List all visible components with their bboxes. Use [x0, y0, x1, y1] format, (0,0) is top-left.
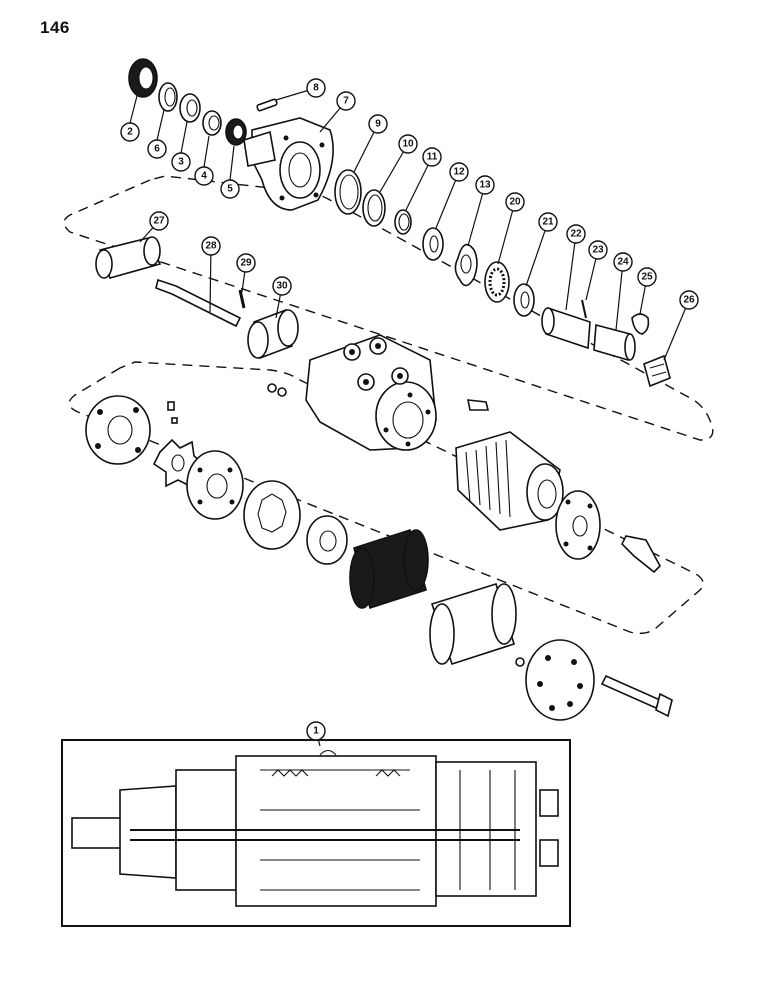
callout-label-21: 21 — [542, 217, 554, 228]
drive-link — [621, 535, 661, 574]
o-ring-part-9 — [334, 169, 362, 215]
page-number: 146 — [40, 18, 70, 37]
callout-4: 4 — [194, 166, 214, 186]
callout-20: 20 — [505, 192, 525, 212]
sleeve-part-22 — [541, 306, 591, 350]
callout-label-11: 11 — [427, 152, 438, 163]
callout-label-6: 6 — [154, 144, 160, 155]
meter-sleeve-dark — [349, 528, 429, 610]
wave-washer-part-13 — [454, 243, 478, 287]
callout-7: 7 — [336, 91, 356, 111]
star-rotor — [306, 515, 348, 565]
callout-5: 5 — [220, 179, 240, 199]
callout-25: 25 — [637, 267, 657, 287]
ring-part-6 — [158, 82, 178, 112]
spacer-plate — [186, 450, 244, 520]
callout-label-25: 25 — [641, 272, 653, 283]
end-cover-plate — [555, 490, 601, 560]
seal-part-2 — [128, 58, 158, 98]
cross-section-view — [61, 739, 571, 927]
plug-screw — [467, 399, 490, 411]
bushing-part-3 — [179, 93, 201, 123]
callout-3: 3 — [171, 152, 191, 172]
cap-screw — [600, 674, 673, 718]
sleeve-part-27 — [95, 236, 162, 279]
callout-label-22: 22 — [570, 229, 582, 240]
callout-label-26: 26 — [683, 295, 695, 306]
washer-part-12 — [422, 227, 444, 261]
callout-13: 13 — [475, 175, 495, 195]
callout-label-4: 4 — [201, 171, 207, 182]
callout-label-7: 7 — [343, 96, 349, 107]
callout-label-5: 5 — [227, 184, 233, 195]
callout-10: 10 — [398, 134, 418, 154]
callout-label-30: 30 — [276, 281, 288, 292]
thrust-bearing-part-20 — [484, 261, 510, 303]
small-pins — [167, 401, 178, 424]
callout-label-13: 13 — [479, 180, 491, 191]
callout-9: 9 — [368, 114, 388, 134]
end-cap-plate — [525, 639, 595, 721]
callout-6: 6 — [147, 139, 167, 159]
callout-8: 8 — [306, 78, 326, 98]
ring-part-11 — [394, 209, 412, 235]
coupling-part-26 — [643, 354, 671, 388]
callout-22: 22 — [566, 224, 586, 244]
pin-part-8 — [256, 98, 278, 112]
end-plate-left — [85, 395, 151, 465]
callout-label-9: 9 — [375, 119, 381, 130]
callout-label-20: 20 — [509, 197, 521, 208]
end-cap-housing-part-7 — [243, 117, 334, 211]
callout-label-12: 12 — [453, 167, 465, 178]
callout-12: 12 — [449, 162, 469, 182]
callout-label-23: 23 — [592, 245, 604, 256]
callout-label-24: 24 — [617, 257, 629, 268]
callout-29: 29 — [236, 253, 256, 273]
gerotor-ring — [243, 480, 301, 550]
callout-23: 23 — [588, 240, 608, 260]
callout-28: 28 — [201, 236, 221, 256]
callout-label-3: 3 — [178, 157, 184, 168]
callout-label-1: 1 — [313, 726, 319, 737]
seal-small — [515, 657, 525, 667]
callout-label-29: 29 — [240, 258, 252, 269]
spool-assembly — [455, 431, 564, 531]
pin-part-29 — [238, 289, 246, 309]
callout-label-8: 8 — [313, 83, 319, 94]
outer-sleeve — [429, 582, 517, 666]
check-ball — [267, 383, 287, 397]
sleeve-part-30 — [247, 308, 299, 360]
dashed-group-outline-lower — [68, 361, 704, 635]
callout-label-10: 10 — [402, 139, 414, 150]
washer-part-4 — [202, 110, 222, 136]
drive-shaft-part-24 — [593, 323, 636, 362]
callout-24: 24 — [613, 252, 633, 272]
callout-21: 21 — [538, 212, 558, 232]
callout-11: 11 — [422, 147, 442, 167]
washer-part-21 — [513, 283, 535, 317]
seal-part-5 — [225, 118, 247, 146]
callout-30: 30 — [272, 276, 292, 296]
ring-part-25 — [631, 313, 650, 335]
ring-part-10 — [362, 189, 386, 227]
callout-26: 26 — [679, 290, 699, 310]
callout-27: 27 — [149, 211, 169, 231]
callout-2: 2 — [120, 122, 140, 142]
valve-body-housing — [305, 334, 437, 451]
callout-label-2: 2 — [127, 127, 133, 138]
drive-rod-part-28 — [155, 278, 242, 328]
callout-label-28: 28 — [205, 241, 217, 252]
callout-label-27: 27 — [153, 216, 165, 227]
pin-part-23 — [581, 299, 587, 319]
callout-1: 1 — [306, 721, 326, 741]
